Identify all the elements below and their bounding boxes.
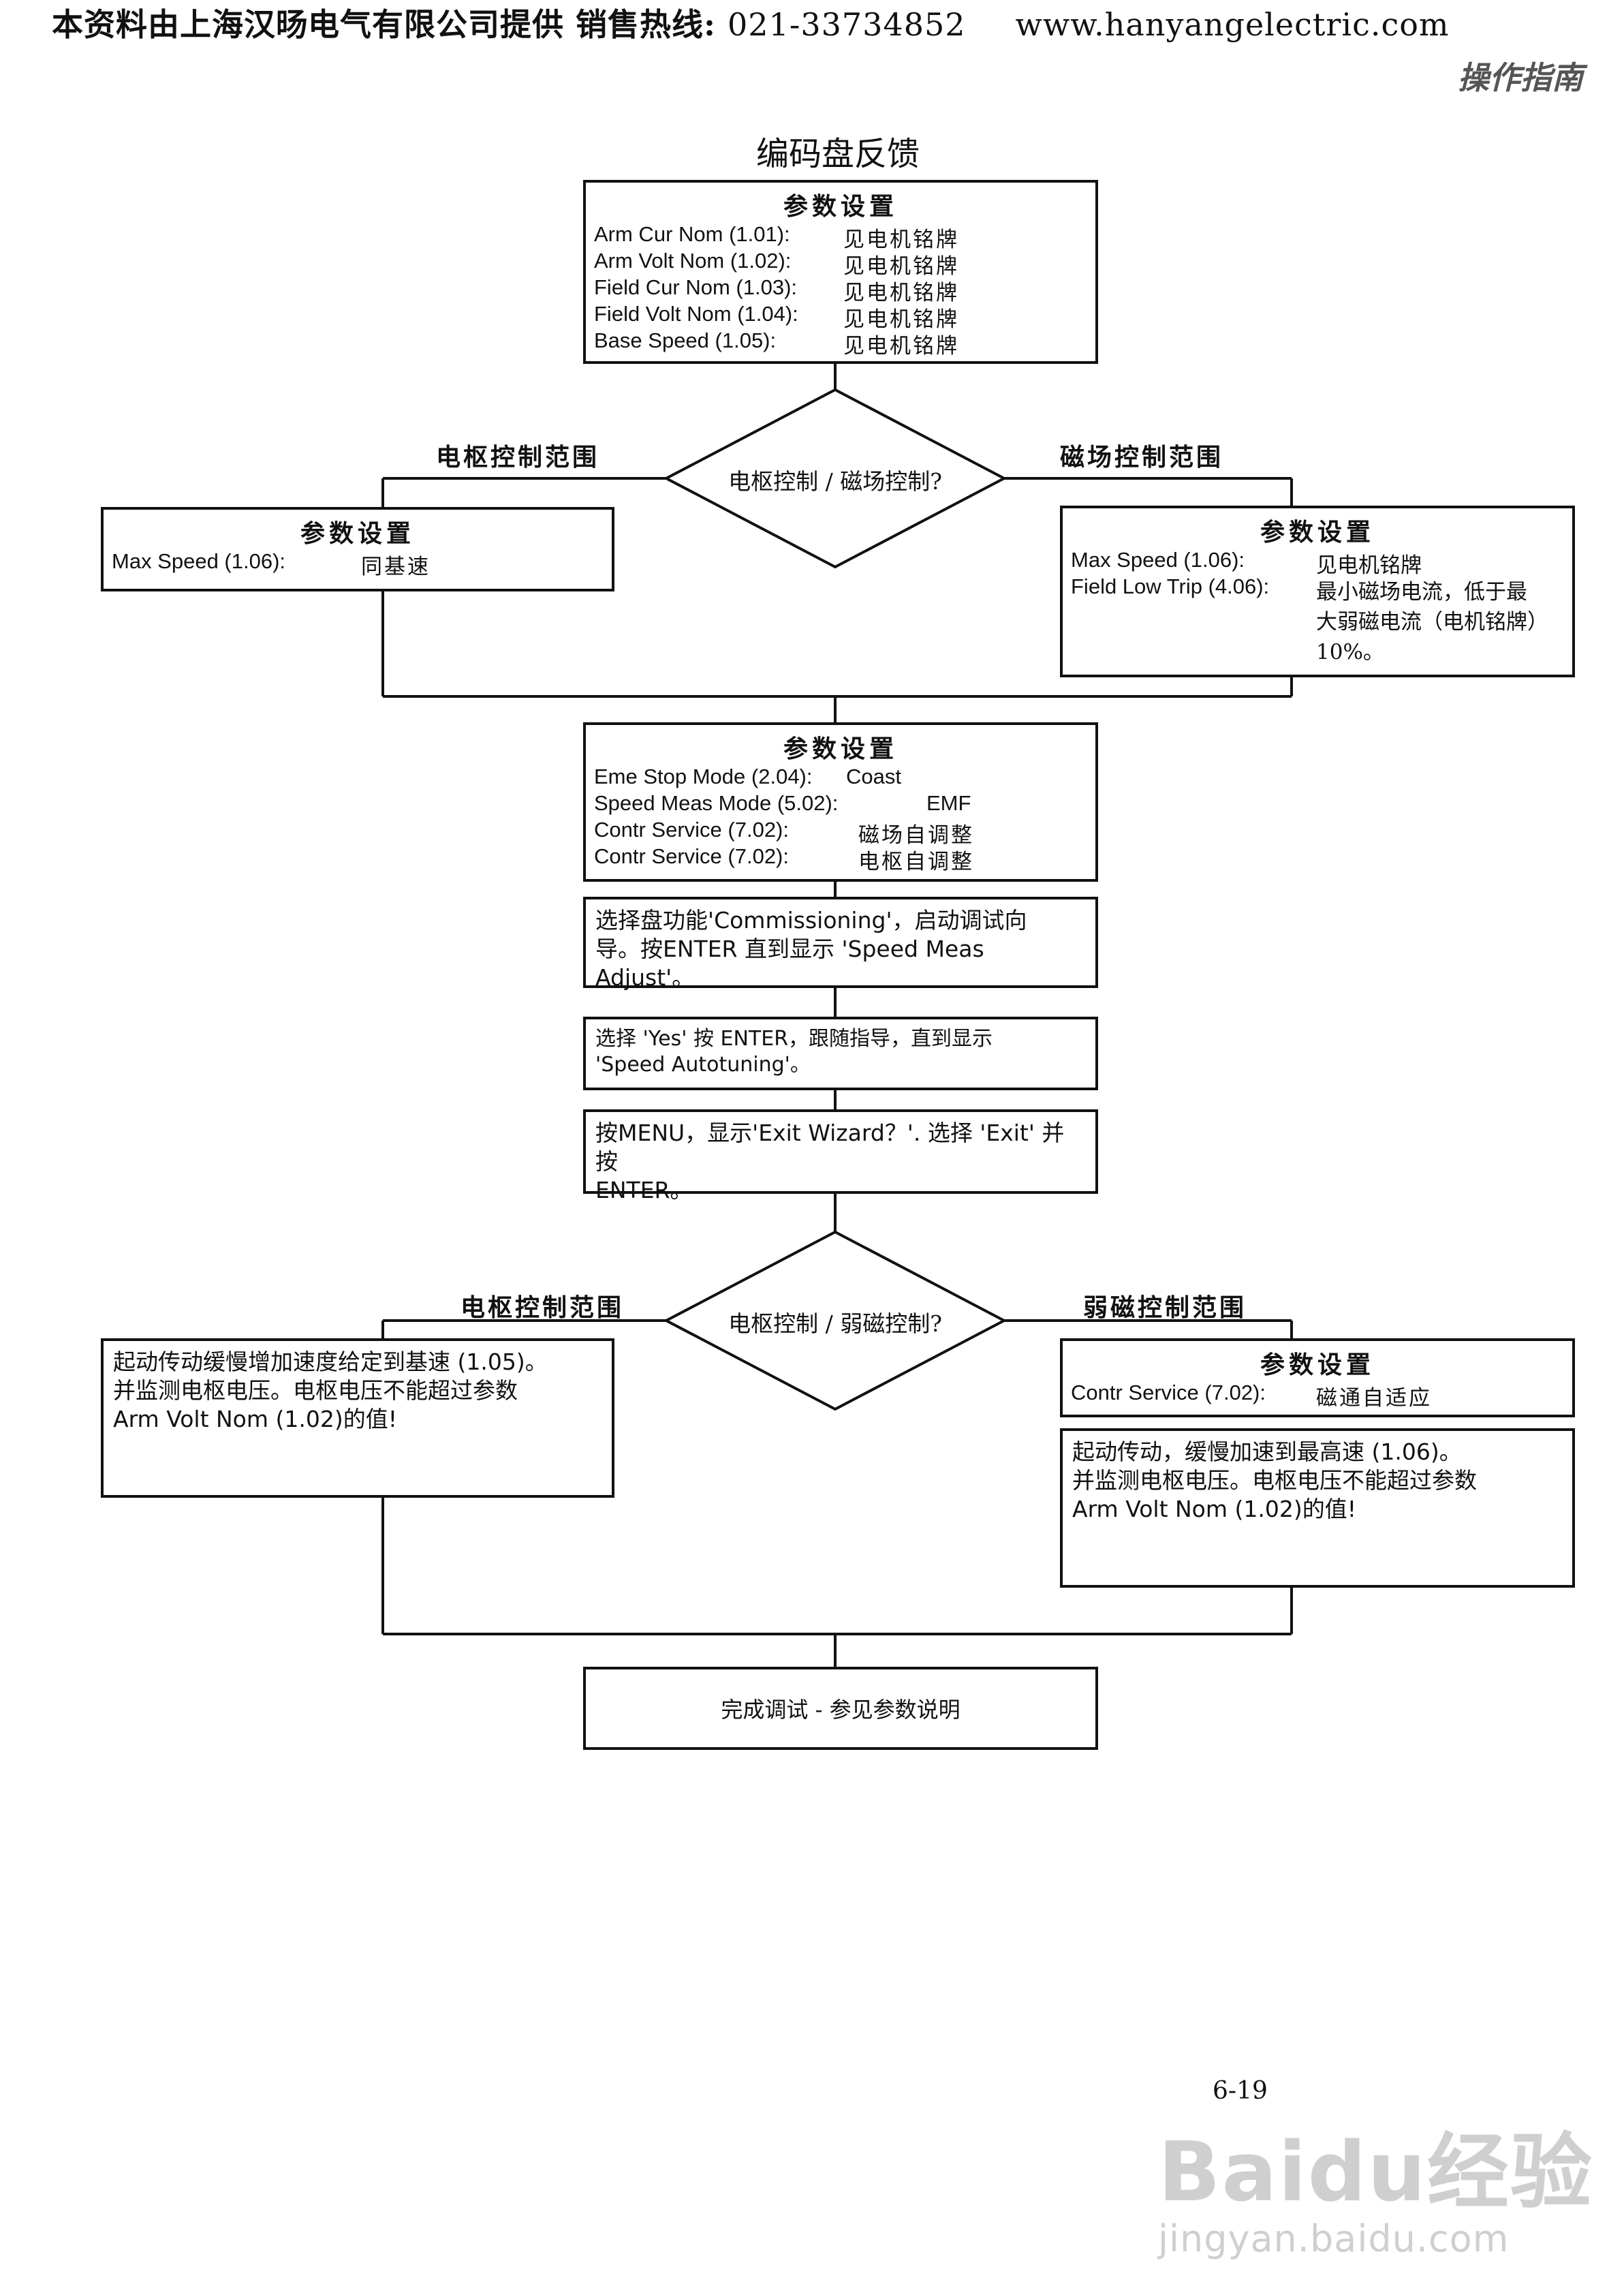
parameter-box-flux-adaption: 参数设置 Contr Service (7.02): 磁通自适应: [1060, 1338, 1575, 1417]
param-value: 见电机铭牌: [843, 307, 959, 332]
final-step-text: 完成调试 - 参见参数说明: [721, 1697, 961, 1723]
param-row: Contr Service (7.02): 磁场自调整: [586, 818, 1095, 848]
param-row: Max Speed (1.06): 同基速: [104, 549, 612, 579]
box-title: 参数设置: [783, 192, 898, 221]
param-key: Field Cur Nom (1.03):: [594, 275, 798, 299]
watermark-url: jingyan.baidu.com: [1158, 2217, 1510, 2260]
step-line: 选择盘功能'Commissioning'，启动调试向: [595, 907, 1027, 934]
param-row: 大弱磁电流（电机铭牌）: [1063, 604, 1572, 634]
param-row: Contr Service (7.02): 磁通自适应: [1063, 1381, 1572, 1411]
param-value: 见电机铭牌: [843, 254, 959, 279]
param-key: Field Low Trip (4.06):: [1071, 574, 1270, 598]
param-value: 最小磁场电流，低于最: [1316, 580, 1527, 604]
box-title: 参数设置: [1260, 1351, 1375, 1379]
param-row: Field Low Trip (4.06): 最小磁场电流，低于最: [1063, 574, 1572, 604]
param-row: Eme Stop Mode (2.04): Coast: [586, 765, 1095, 791]
watermark-brand: Baidu经验: [1158, 2125, 1593, 2220]
step-box-field-weakening-test: 起动传动，缓慢加速到最高速 (1.06)。 并监测电枢电压。电枢电压不能超过参数…: [1060, 1428, 1575, 1588]
param-key: Speed Meas Mode (5.02):: [594, 791, 839, 815]
param-row: Speed Meas Mode (5.02): EMF: [586, 791, 1095, 818]
parameter-box-armature-range: 参数设置 Max Speed (1.06): 同基速: [101, 507, 614, 591]
param-key: Max Speed (1.06):: [112, 549, 286, 573]
param-row: Max Speed (1.06): 见电机铭牌: [1063, 548, 1572, 578]
param-value: 同基速: [361, 555, 431, 579]
baidu-watermark: Baidu经验 jingyan.baidu.com: [1158, 2106, 1593, 2260]
step-box-exit-wizard: 按MENU，显示'Exit Wizard？'. 选择 'Exit' 并按 ENT…: [583, 1109, 1098, 1203]
param-value: 见电机铭牌: [1316, 553, 1422, 578]
param-row: 10%。: [1063, 634, 1572, 664]
param-key: Base Speed (1.05):: [594, 328, 777, 352]
param-key: Contr Service (7.02):: [1071, 1381, 1266, 1404]
page-subtitle: 操作指南: [1458, 59, 1583, 96]
param-key: Max Speed (1.06):: [1071, 548, 1245, 572]
header-company-text: 本资料由上海汉旸电气有限公司提供 销售热线:: [52, 6, 716, 43]
branch-label-field-weakening: 弱磁控制范围: [1083, 1293, 1247, 1322]
param-value: 磁通自适应: [1316, 1386, 1432, 1411]
flowchart-title: 编码盘反馈: [756, 135, 920, 173]
param-value: 10%。: [1316, 640, 1384, 664]
branch-label-field: 磁场控制范围: [1060, 443, 1224, 472]
parameter-box-field-range: 参数设置 Max Speed (1.06): 见电机铭牌 Field Low Tr…: [1060, 506, 1575, 677]
step-line: Arm Volt Nom (1.02)的值!: [113, 1406, 397, 1432]
param-key: Arm Cur Nom (1.01):: [594, 222, 790, 246]
step-line: 选择 'Yes' 按 ENTER，跟随指导，直到显示: [595, 1027, 993, 1051]
param-row: Field Cur Nom (1.03): 见电机铭牌: [586, 275, 1095, 305]
param-row: Arm Volt Nom (1.02): 见电机铭牌: [586, 249, 1095, 279]
param-value: 磁场自调整: [858, 823, 974, 848]
param-row: Arm Cur Nom (1.01): 见电机铭牌: [586, 222, 1095, 252]
branch-label-armature: 电枢控制范围: [436, 443, 600, 472]
box-title: 参数设置: [1260, 518, 1375, 546]
header-phone: 021-33734852: [728, 6, 966, 43]
step-line: 'Speed Autotuning'。: [595, 1053, 811, 1077]
param-row: Field Volt Nom (1.04): 见电机铭牌: [586, 302, 1095, 332]
param-value: 电枢自调整: [858, 850, 974, 874]
parameter-box-commissioning: 参数设置 Eme Stop Mode (2.04): Coast Speed Me…: [583, 722, 1098, 882]
branch-label-armature: 电枢控制范围: [460, 1293, 625, 1322]
step-line: 按MENU，显示'Exit Wizard？'. 选择 'Exit' 并按: [595, 1120, 1065, 1175]
step-line: 导。按ENTER 直到显示 'Speed Meas Adjust'。: [595, 936, 984, 991]
param-value: 大弱磁电流（电机铭牌）: [1316, 610, 1548, 634]
param-value: Coast: [846, 765, 901, 788]
param-key: Field Volt Nom (1.04):: [594, 302, 798, 326]
step-box-complete: 完成调试 - 参见参数说明: [583, 1667, 1098, 1750]
param-value: 见电机铭牌: [843, 281, 959, 305]
param-row: Base Speed (1.05): 见电机铭牌: [586, 328, 1095, 358]
step-box-armature-test: 起动传动缓慢增加速度给定到基速 (1.05)。 并监测电枢电压。电枢电压不能超过…: [101, 1338, 614, 1498]
param-key: Eme Stop Mode (2.04):: [594, 765, 813, 788]
page-number: 6-19: [1213, 2077, 1268, 2105]
param-key: Contr Service (7.02):: [594, 844, 789, 868]
param-key: Contr Service (7.02):: [594, 818, 789, 842]
header-line: 本资料由上海汉旸电气有限公司提供 销售热线: 021-33734852 www.…: [52, 0, 1591, 43]
param-value: EMF: [926, 791, 971, 815]
parameter-box-motor-nominal: 参数设置 Arm Cur Nom (1.01): 见电机铭牌 Arm Volt N…: [583, 180, 1098, 364]
param-key: Arm Volt Nom (1.02):: [594, 249, 792, 273]
decision-question: 电枢控制 / 弱磁控制?: [728, 1310, 942, 1337]
param-row: Contr Service (7.02): 电枢自调整: [586, 844, 1095, 874]
decision-question: 电枢控制 / 磁场控制?: [728, 468, 942, 495]
step-line: ENTER。: [595, 1177, 693, 1203]
step-line: 并监测电枢电压。电枢电压不能超过参数: [1072, 1467, 1477, 1494]
header-website: www.hanyangelectric.com: [1015, 6, 1450, 43]
step-box-speed-autotuning: 选择 'Yes' 按 ENTER，跟随指导，直到显示 'Speed Autotu…: [583, 1017, 1098, 1090]
param-value: 见电机铭牌: [843, 334, 959, 358]
step-box-start-wizard: 选择盘功能'Commissioning'，启动调试向 导。按ENTER 直到显示…: [583, 897, 1098, 991]
step-line: 起动传动，缓慢加速到最高速 (1.06)。: [1072, 1438, 1462, 1465]
box-title: 参数设置: [300, 519, 415, 548]
step-line: 并监测电枢电压。电枢电压不能超过参数: [113, 1377, 518, 1404]
step-line: 起动传动缓慢增加速度给定到基速 (1.05)。: [113, 1349, 548, 1375]
box-title: 参数设置: [783, 735, 898, 763]
param-value: 见电机铭牌: [843, 228, 959, 252]
step-line: Arm Volt Nom (1.02)的值!: [1072, 1496, 1356, 1522]
